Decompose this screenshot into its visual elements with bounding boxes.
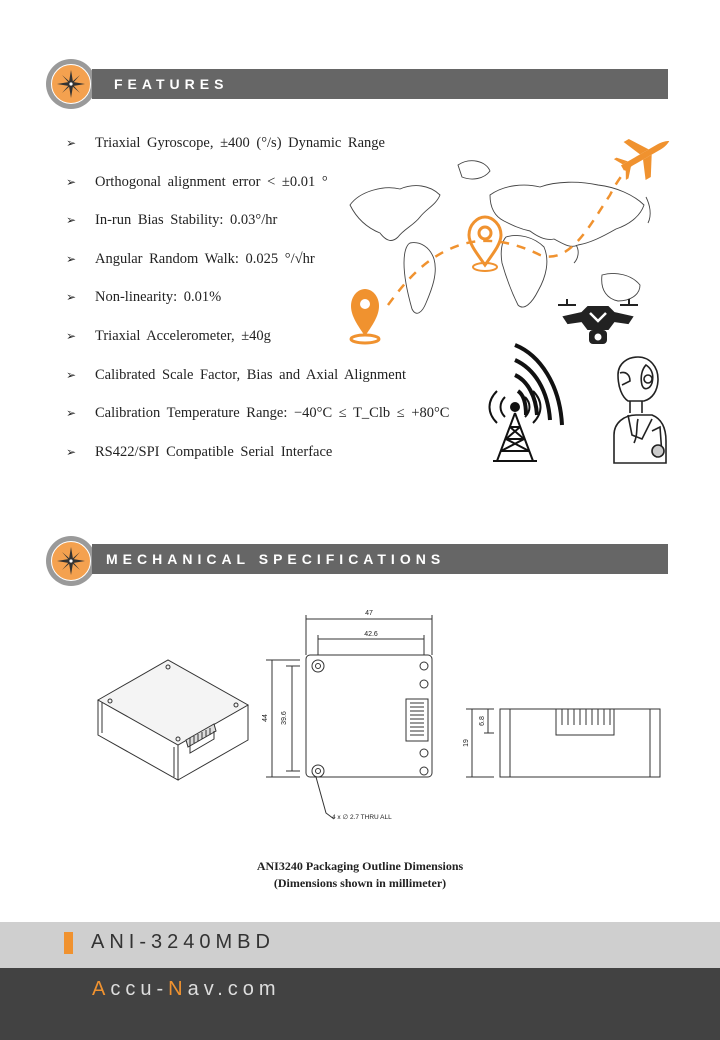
location-pin-icon (349, 289, 381, 345)
radio-tower-icon (488, 390, 542, 462)
arrow-bullet-icon: ➢ (66, 213, 77, 228)
footer-product-bar: ANI-3240MBD (0, 922, 720, 968)
isometric-view (96, 659, 250, 781)
arrow-bullet-icon: ➢ (66, 174, 77, 189)
mechanical-drawing: 47 42.6 44 39.6 4 x ∅ 2.7 THRU ALL 19 6.… (96, 610, 661, 821)
list-item: ➢Calibration Temperature Range: −40°C ≤ … (66, 401, 466, 440)
side-view (466, 708, 661, 778)
dim-width-label: 47 (365, 610, 373, 617)
world-map (349, 160, 651, 314)
dim-hole-height-label: 39.6 (281, 711, 288, 725)
footer-site-bar: Accu-Nav.com (0, 968, 720, 1040)
arrow-bullet-icon: ➢ (66, 406, 77, 421)
website-link[interactable]: Accu-Nav.com (92, 978, 281, 1000)
dim-connector-label: 6.8 (479, 716, 486, 726)
arrow-bullet-icon: ➢ (66, 290, 77, 305)
list-item: ➢RS422/SPI Compatible Serial Interface (66, 440, 466, 479)
arrow-bullet-icon: ➢ (66, 251, 77, 266)
arrow-bullet-icon: ➢ (66, 367, 77, 382)
arrow-bullet-icon: ➢ (66, 136, 77, 150)
features-title: FEATURES (114, 76, 229, 92)
mechanical-header: MECHANICAL SPECIFICATIONS (92, 544, 668, 574)
caption-line-1: ANI3240 Packaging Outline Dimensions (256, 859, 464, 873)
arrow-bullet-icon: ➢ (66, 328, 77, 343)
flight-path (386, 156, 641, 306)
dim-height-label: 44 (262, 714, 269, 722)
list-item: ➢In-run Bias Stability: 0.03°/hr (66, 208, 466, 247)
front-view (266, 615, 433, 820)
hole-note-label: 4 x ∅ 2.7 THRU ALL (332, 814, 392, 821)
drone-icon (558, 299, 638, 344)
list-item: ➢Non-linearity: 0.01% (66, 285, 466, 324)
robot-icon (613, 356, 667, 464)
list-item: ➢Triaxial Accelerometer, ±40g (66, 324, 466, 363)
list-item: ➢Orthogonal alignment error < ±0.01 ° (66, 170, 466, 209)
figure-caption: ANI3240 Packaging Outline Dimensions (Di… (0, 858, 720, 892)
signal-waves (514, 343, 564, 426)
compass-icon (46, 59, 96, 109)
location-pin-icon (467, 215, 503, 272)
compass-icon (46, 536, 96, 586)
dim-hole-spacing-label: 42.6 (364, 631, 378, 638)
arrow-bullet-icon: ➢ (66, 444, 77, 459)
feature-list: ➢Triaxial Gyroscope, ±400 (°/s) Dynamic … (66, 131, 466, 478)
mechanical-title: MECHANICAL SPECIFICATIONS (106, 551, 446, 567)
list-item: ➢Triaxial Gyroscope, ±400 (°/s) Dynamic … (66, 131, 466, 170)
list-item: ➢Calibrated Scale Factor, Bias and Axial… (66, 363, 466, 402)
applications-illustration (349, 138, 670, 464)
airplane-icon (613, 138, 670, 181)
features-header: FEATURES (92, 69, 668, 99)
list-item: ➢Angular Random Walk: 0.025 °/√hr (66, 247, 466, 286)
caption-line-2: (Dimensions shown in millimeter) (273, 876, 447, 890)
product-name: ANI-3240MBD (91, 931, 275, 953)
dim-side-height-label: 19 (463, 739, 470, 747)
footer-accent-mark (64, 932, 73, 954)
